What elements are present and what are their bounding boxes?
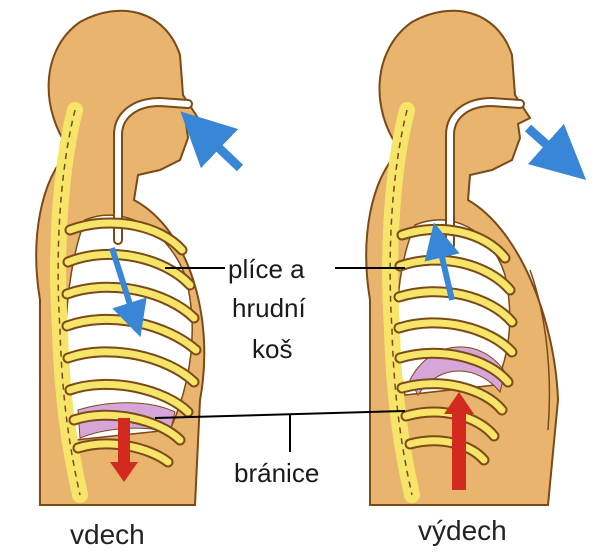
lungs-label-line2: hrudní [232, 293, 306, 323]
arrow-out-of-mouth-icon [528, 128, 566, 162]
arrow-into-mouth-icon [200, 130, 240, 168]
lungs-label-line1: plíce a [228, 254, 305, 284]
exhale-figure [366, 11, 566, 505]
inhale-caption: vdech [70, 520, 145, 550]
inhale-figure [36, 11, 240, 505]
diaphragm-label: bránice [234, 458, 319, 488]
exhale-caption: výdech [418, 516, 507, 546]
lungs-label-line3: koš [252, 334, 292, 364]
